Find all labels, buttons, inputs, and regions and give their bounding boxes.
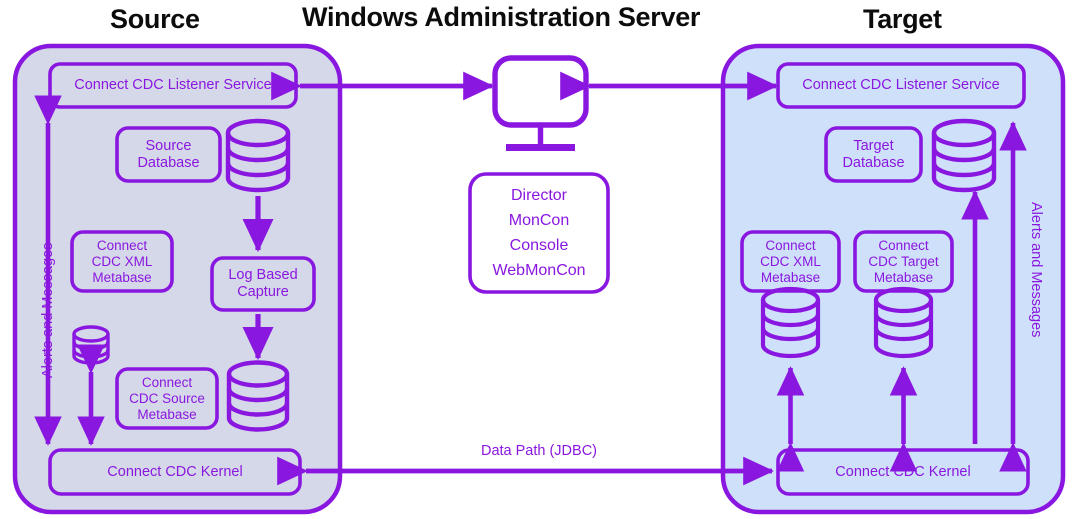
target-database-box [824,126,923,183]
page-title-source: Source [110,4,200,34]
monitor-icon [492,55,589,151]
source-database-box [115,126,222,183]
page-title-target: Target [863,4,942,34]
target-listener-box [776,62,1026,109]
target-alerts-label: Alerts and Messages [1028,202,1044,338]
source-staging-cylinder [226,360,290,432]
target-metabase-box [853,230,954,293]
target-xml-metabase-cylinder [760,286,821,359]
page-title-center: Windows Administration Server [302,2,701,32]
source-metabase-box [115,367,219,430]
target-database-cylinder [931,118,997,193]
target-kernel-box [776,448,1030,496]
source-kernel-box [48,448,302,496]
source-log-capture-box [210,256,316,312]
source-database-cylinder [225,118,291,193]
target-xml-metabase-box [740,230,841,293]
source-alerts-label: Alerts and Messages [40,242,56,378]
source-listener-box [48,62,298,109]
target-metabase-cylinder [873,286,934,359]
source-xml-metabase-box [70,230,174,293]
center-tools-box [468,172,610,294]
